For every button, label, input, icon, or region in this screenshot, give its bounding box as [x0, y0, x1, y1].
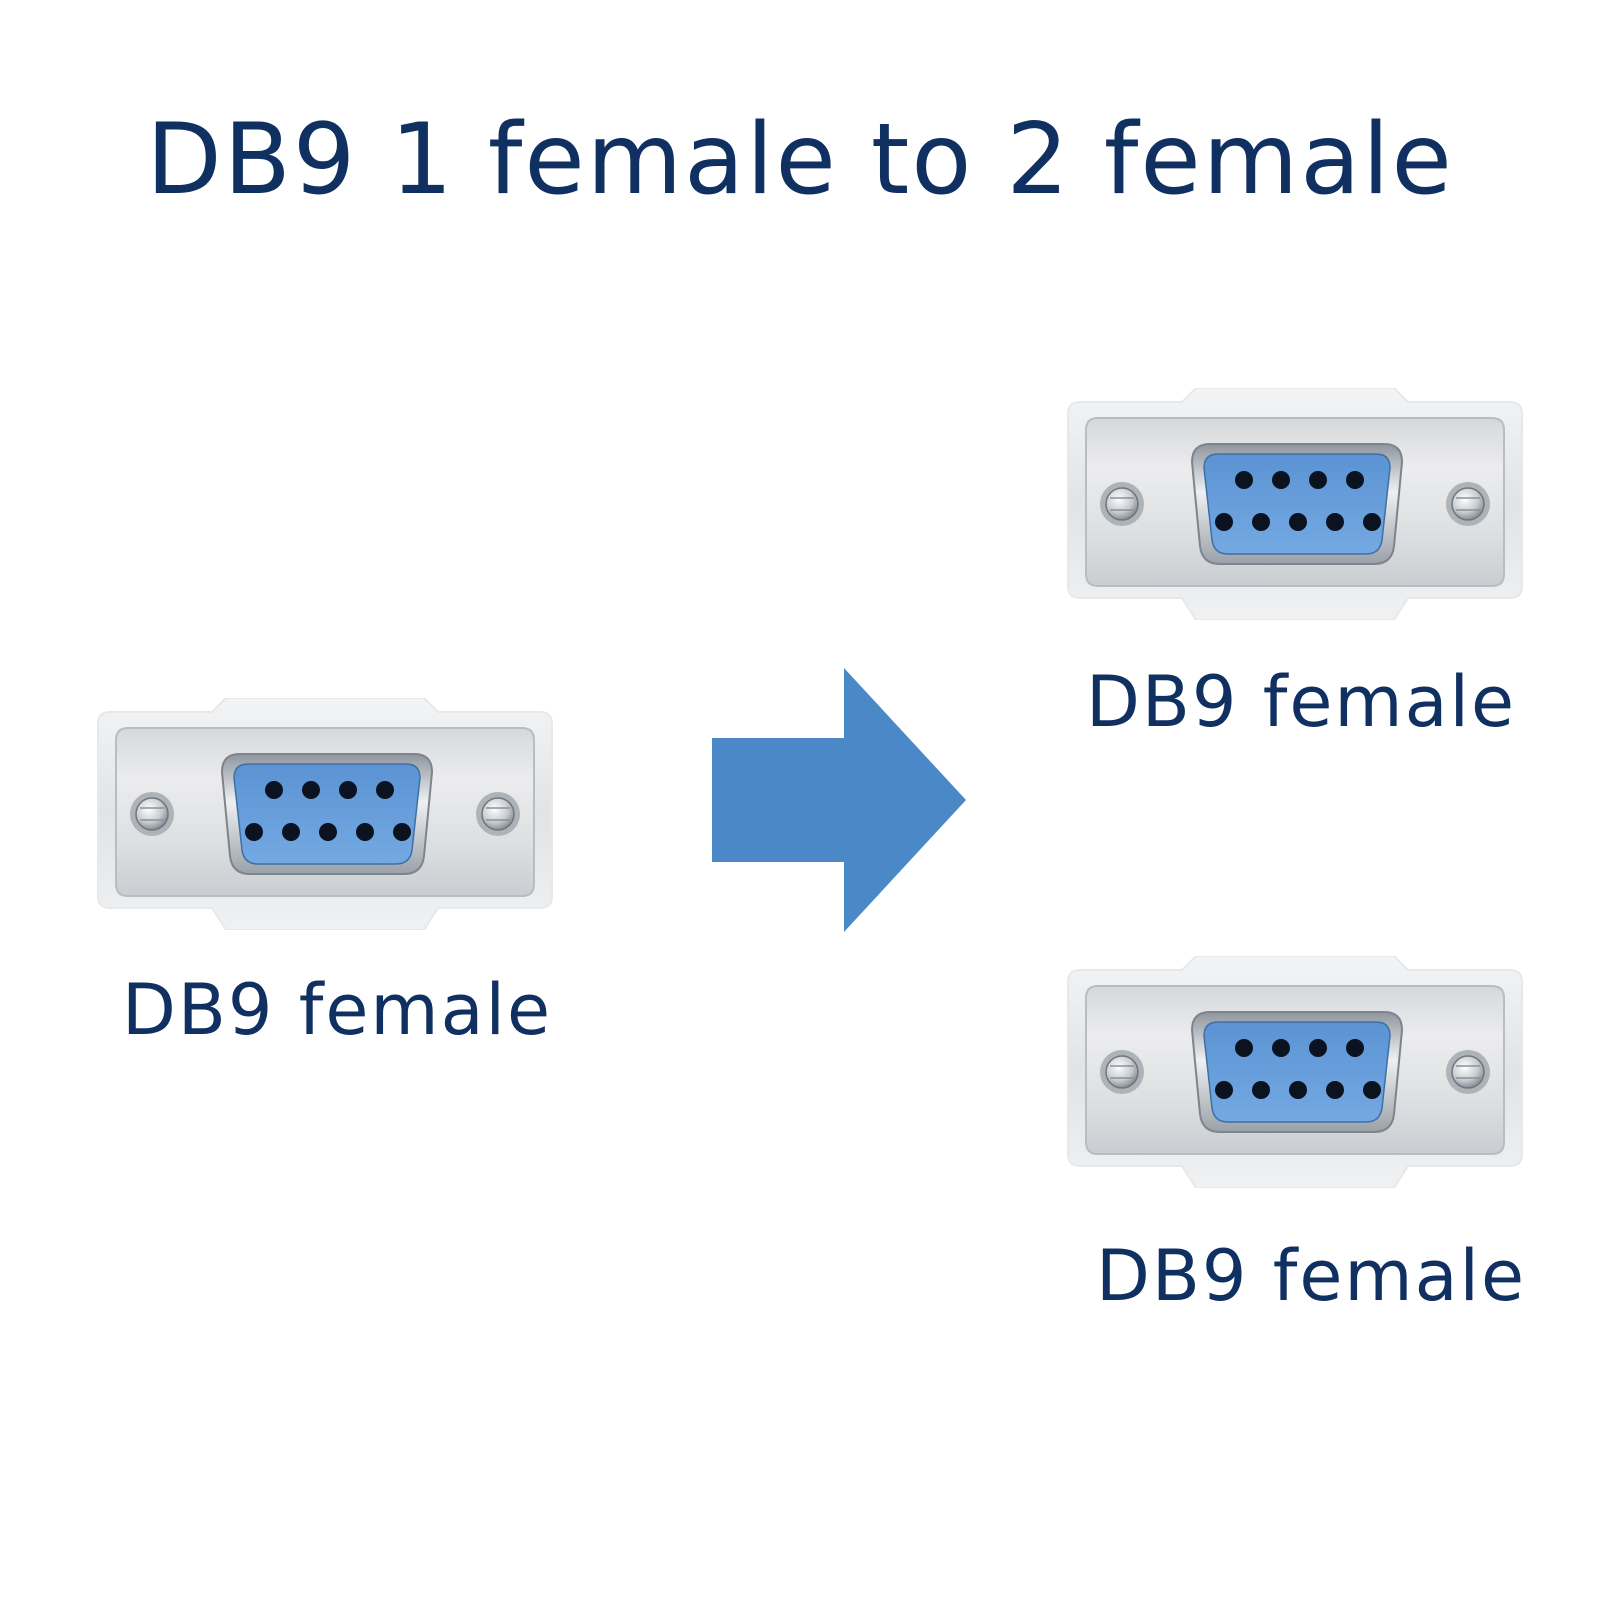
- db9-female-connector-icon: [1064, 956, 1526, 1188]
- db9-female-connector-icon: [94, 698, 556, 930]
- right-arrow-icon: [712, 668, 966, 932]
- page-title: DB9 1 female to 2 female: [146, 103, 1454, 217]
- db9-female-connector-icon: [1064, 388, 1526, 620]
- output-connector-2-label: DB9 female: [1096, 1235, 1527, 1317]
- input-connector-label: DB9 female: [122, 969, 553, 1051]
- output-connector-1-label: DB9 female: [1086, 661, 1517, 743]
